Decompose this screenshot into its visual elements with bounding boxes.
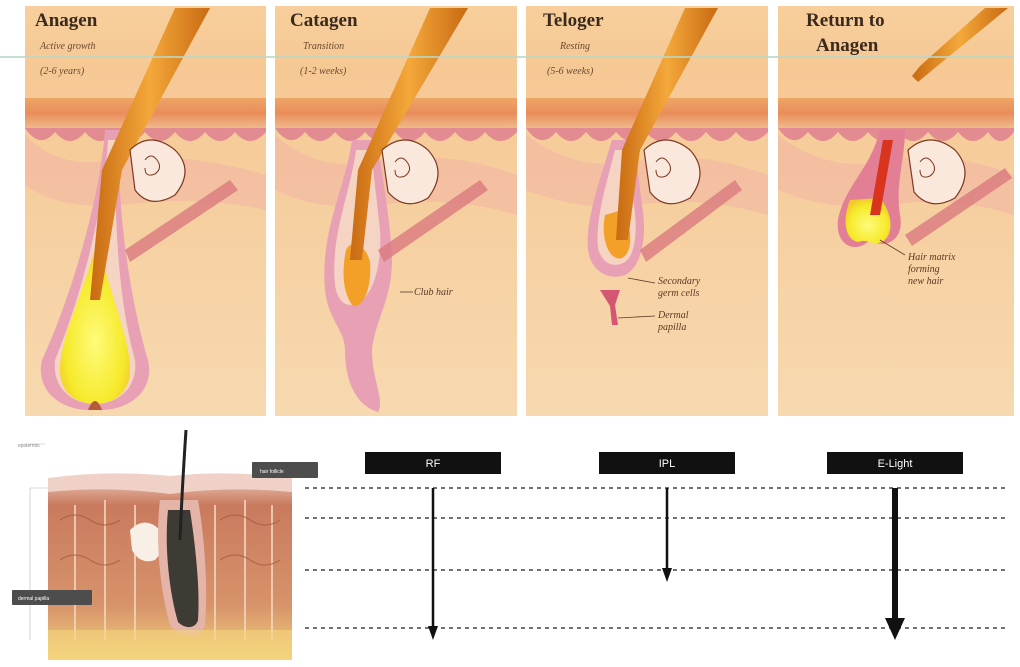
skin-cross-section: epidermis hair follicle dermal papilla [12,430,318,660]
panel-catagen: Catagen Transition (1-2 weeks) Club hair [275,6,517,416]
penetration-depth-chart: RF IPL E-Light [305,452,1005,640]
depth-lines [305,488,1005,628]
annotation-hair-matrix-2: forming [908,264,940,275]
phase-duration-catagen: (1-2 weeks) [300,66,347,77]
phase-subtitle-catagen: Transition [303,41,344,52]
annotation-hair-matrix-3: new hair [908,276,943,287]
arrow-head-e-light [885,618,905,640]
annotation-secondary-germ-2: germ cells [658,288,699,299]
tag-dermal-papilla-label: dermal papilla [18,596,49,602]
annotation-dermal-papilla-2: papilla [657,322,686,333]
panel-telogen: Teloger Resting (5-6 weeks) Secondary ge… [526,6,768,416]
tech-tag-label-ipl: IPL [659,458,676,470]
phase-subtitle-telogen: Resting [559,41,590,52]
arrow-head-ipl [662,568,672,582]
phase-title-telogen: Teloger [543,10,604,31]
technology-tags: RF IPL E-Light [365,452,963,474]
phase-duration-anagen: (2-6 years) [40,66,85,77]
phase-duration-telogen: (5-6 weeks) [547,66,594,77]
annotation-secondary-germ-1: Secondary [658,276,701,287]
panel-return-to-anagen: Return to Anagen Hair matrix forming new… [778,6,1014,416]
phase-subtitle-anagen: Active growth [39,41,95,52]
annotation-hair-matrix-1: Hair matrix [907,252,956,263]
phase-title-anagen: Anagen [35,10,98,31]
phase-title-return-line1: Return to [806,10,885,31]
phase-title-return-line2: Anagen [816,35,879,56]
tag-hair-follicle-label: hair follicle [260,469,284,475]
tech-tag-label-rf: RF [426,458,441,470]
label-epidermis: epidermis [18,443,40,449]
arrow-head-rf [428,626,438,640]
annotation-dermal-papilla-1: Dermal [657,310,689,321]
tech-tag-label-e-light: E-Light [878,458,913,470]
technology-arrows [428,488,905,640]
annotation-club-hair: Club hair [414,287,453,298]
phase-title-catagen: Catagen [290,10,358,31]
panel-anagen: Anagen Active growth (2-6 years) [25,6,266,416]
